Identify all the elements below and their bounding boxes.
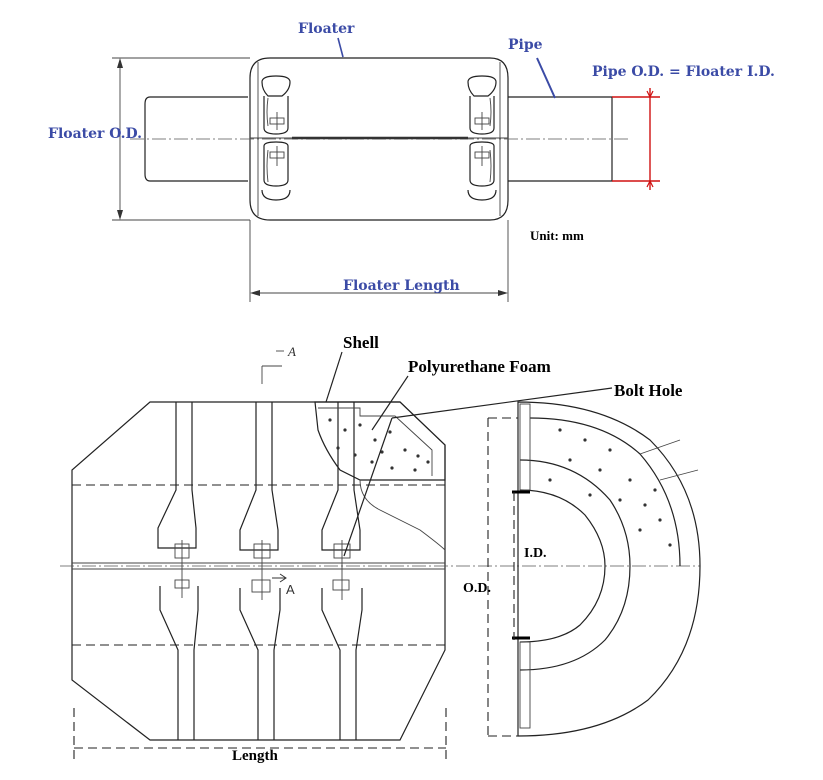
shell-cutaway [314,401,446,551]
foam-leader [371,375,409,431]
bolt-pocket-bottom-right [467,141,497,201]
length-dimension [73,708,447,760]
strap-channel-1 [157,402,199,740]
bolt-pocket-top-left [261,75,291,135]
label-shell: Shell [343,333,379,352]
top-drawing: Floater Pipe Pipe O.D. = Floater I.D. Fl… [48,21,775,302]
section-arrow [272,573,287,583]
label-od: O.D. [463,581,491,596]
label-floater: Floater [298,21,355,37]
label-pipe-od-equals-floater-id: Pipe O.D. = Floater I.D. [592,64,775,80]
label-section-a-bottom: A [286,582,295,597]
pipe-od-dimension [612,88,660,190]
bolt-pocket-top-right [467,75,497,135]
section-marker: A [261,344,296,384]
bolt-hole-leader-2 [343,417,393,557]
shell-leader [325,351,343,403]
label-unit: Unit: mm [530,228,584,243]
bolt-pocket-bottom-left [261,141,291,201]
pipe-left [144,96,248,182]
pipe-right [508,96,613,182]
label-floater-length: Floater Length [343,278,460,294]
label-pipe: Pipe [508,37,543,53]
label-bolt-hole: Bolt Hole [614,381,683,400]
strap-channel-2 [239,402,281,740]
label-section-a-top: A [287,344,296,359]
bottom-drawing: A [60,333,701,764]
label-floater-od: Floater O.D. [48,126,142,142]
pipe-leader [536,57,556,99]
floater-od-dimension [112,57,250,221]
strap-channel-3 [321,402,363,740]
label-length: Length [232,748,279,764]
floater-leader [337,37,344,58]
bolt-hole-leader-1 [391,387,613,419]
floater-body [249,57,509,221]
end-view [487,401,701,737]
floater-length-dimension [249,220,509,302]
label-id: I.D. [524,546,547,561]
label-polyurethane-foam: Polyurethane Foam [408,357,551,376]
